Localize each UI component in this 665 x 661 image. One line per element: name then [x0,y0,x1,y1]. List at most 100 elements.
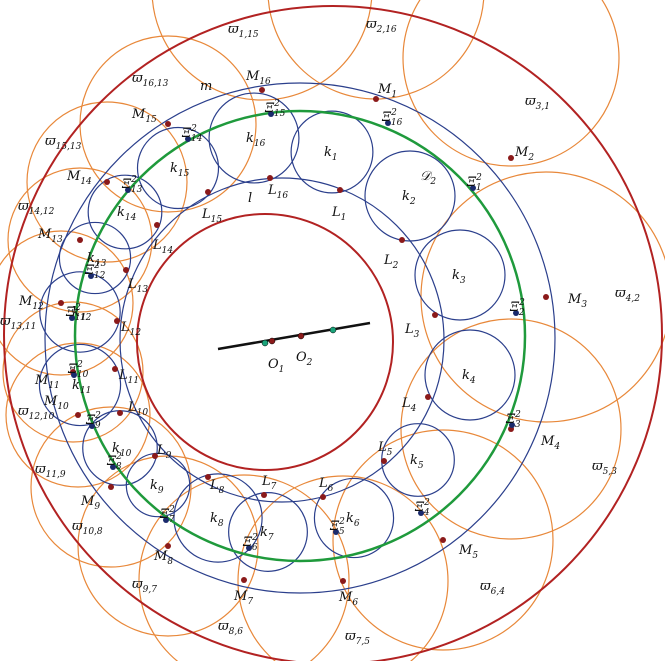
label-m15-sub: 15 [145,115,157,125]
label-k3: k3 [452,268,466,286]
label-varpi4: ϖ5,3 [592,459,617,477]
label-xi12-main: Ξ [65,305,76,320]
label-xi4-sup: 2 [514,410,521,420]
label-m2-main: M [514,145,529,160]
label-xi16-main: Ξ [264,101,275,116]
label-l14: L14 [152,238,173,256]
label-k16-main: k [246,131,254,146]
point-m5 [440,537,446,543]
label-m3: M3 [567,292,587,310]
label-varpi8: ϖ9,7 [132,577,157,595]
orange-circle-4 [400,318,622,540]
label-k5: k5 [410,453,424,471]
point-xi11 [71,372,77,378]
label-xi7-sup: 2 [251,533,258,543]
label-varpi6-sub: 7,5 [356,637,371,647]
label-l1-main: L [331,205,341,220]
label-m5-main: M [458,543,473,558]
label-xi8-sub: 7 [169,515,175,525]
label-m3-main: M [567,292,582,307]
point-xi9 [110,464,116,470]
blue-circle-k13 [58,221,132,295]
label-xi2-sup: 2 [475,173,482,183]
label-k9-sub: 9 [158,486,164,496]
label-varpi4-sub: 5,3 [603,467,618,477]
label-k14-sub: 14 [125,213,137,223]
point-xi4 [509,422,515,428]
point-xi2 [470,185,476,191]
label-k8-main: k [210,511,218,526]
label-m11-sub: 11 [48,381,59,391]
label-xi3-sub: 2 [518,308,525,318]
label-k3-main: k [452,268,460,283]
label-l7: L7 [261,474,277,492]
label-k15-main: k [170,161,178,176]
label-k1: k1 [324,145,338,163]
label-k12: k12 [72,305,92,323]
label-xi5-sub: 4 [423,508,430,518]
label-xi2-sub: 1 [476,183,482,193]
point-l15 [205,189,211,195]
label-k4: k4 [462,368,476,386]
point-xi7 [246,545,252,551]
label-m11-main: M [34,373,49,388]
label-m16-main: M [245,69,260,84]
label-varpi1-main: ϖ [366,17,377,32]
label-varpi14-sub: 15,13 [56,142,82,152]
label-k2: k2 [402,189,416,207]
label-varpi15: ϖ16,13 [132,71,169,89]
label-m14: M14 [66,169,92,187]
label-k5-main: k [410,453,418,468]
label-l13-main: L [127,277,137,292]
label-varpi11: ϖ12,10 [18,404,55,422]
label-m9: M9 [80,494,100,512]
label-k3-sub: 3 [460,276,466,286]
center-axis [217,321,371,351]
label-k6: k6 [346,511,360,529]
point-xi16 [268,111,274,117]
label-m12: M12 [18,294,44,312]
label-xi10-main: Ξ [85,413,96,428]
point-xi13 [88,273,94,279]
label-m10: M10 [43,394,69,412]
label-xi1-sub: 16 [391,118,403,128]
point-l4 [425,394,431,400]
label-m4: M4 [540,434,560,452]
label-l10-sub: 10 [137,408,149,418]
label-m7: M7 [233,589,253,607]
label-l3-main: L [404,322,414,337]
label-l12-main: L [120,320,130,335]
point-m2 [508,155,514,161]
label-xi7-main: Ξ [242,535,253,550]
center-dot-4 [329,326,337,334]
point-l10 [117,410,123,416]
label-l8-sub: 8 [219,486,225,496]
point-m16 [259,87,265,93]
orange-circle-6 [237,475,449,661]
label-k11-main: k [72,378,80,393]
label-m2: M2 [514,145,534,163]
label-varpi9-sub: 10,8 [83,527,103,537]
orange-circle-11 [2,301,144,443]
label-l9: L9 [156,443,172,461]
label-l: l [248,191,252,206]
label-m1: M1 [377,82,397,100]
label-l1-sub: 1 [341,213,347,223]
orange-circle-13 [7,167,153,313]
label-l16: L16 [267,183,288,201]
label-k9: k9 [150,478,164,496]
point-l7 [261,492,267,498]
label-varpi12-main: ϖ [0,314,11,329]
label-m10-sub: 10 [57,402,69,412]
label-m14-sub: 14 [80,177,92,187]
label-l9-main: L [156,443,166,458]
label-o2: O2 [296,350,313,368]
label-varpi13-sub: 14,12 [29,207,55,217]
label-xi8-main: Ξ [159,507,170,522]
